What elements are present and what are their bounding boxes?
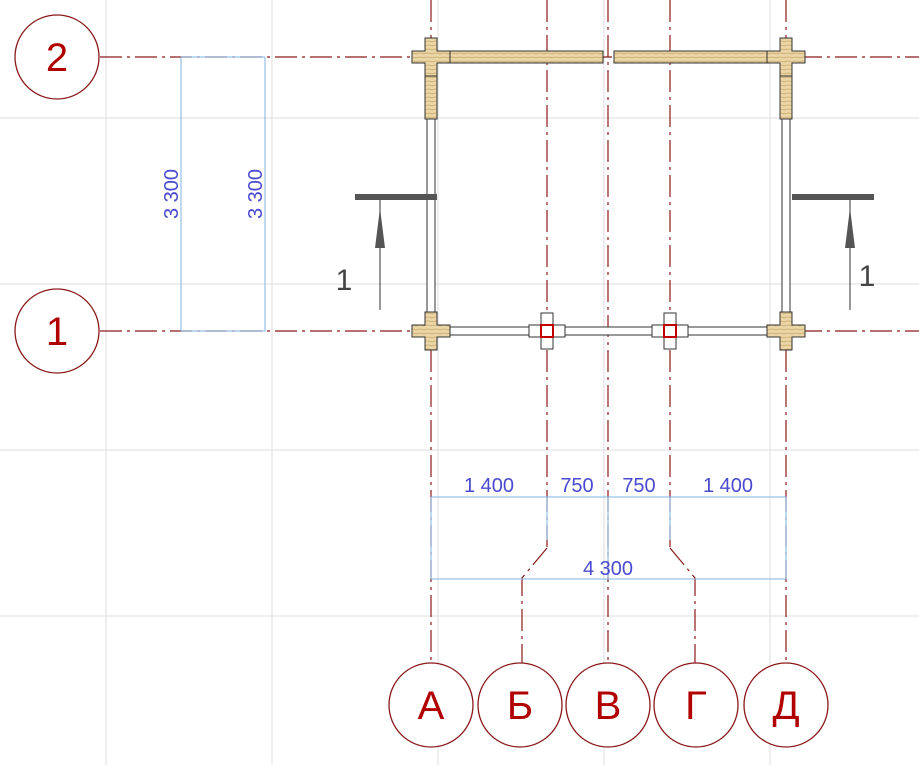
walls [424,50,793,336]
left-wall-lower [426,118,436,332]
axis-marker-a-label: А [418,684,445,728]
columns [528,312,689,350]
axis-marker-1-label: 1 [46,310,68,354]
section-mark-right: 1 [792,194,875,310]
height-dimension [180,56,266,332]
axis-marker-b-label: Б [507,684,533,728]
dim-segment-4: 1 400 [703,475,753,497]
axis-marker-g-label: Г [685,684,707,728]
corner-a2 [411,37,451,77]
axis-marker-g: Г [653,662,739,748]
dim-total: 4 300 [583,558,633,580]
corner-d1 [766,311,806,351]
column-b-post [540,324,554,338]
dim-height-outer: 3 300 [161,169,183,219]
axis-marker-v-label: В [595,684,622,728]
axis-marker-2-label: 2 [46,36,68,80]
axis-leader-g [669,547,696,665]
axis-marker-1: 1 [14,288,100,374]
corner-a1 [411,311,451,351]
top-wall-left [430,50,604,64]
corner-d2 [766,37,806,77]
dim-segment-1: 1 400 [464,475,514,497]
dim-height-inner: 3 300 [245,169,267,219]
dim-segment-3: 750 [622,475,655,497]
axis-marker-d-label: Д [772,684,799,728]
width-dimension [430,496,787,580]
axis-marker-2: 2 [14,14,100,100]
axis-marker-v: В [565,662,651,748]
column-g-post [663,324,677,338]
dim-segment-2: 750 [560,475,593,497]
axis-marker-a: А [388,662,474,748]
bottom-wall [430,326,787,336]
section-label-right: 1 [859,260,876,293]
section-mark-left: 1 [336,194,437,310]
axis-leader-b [521,547,548,665]
top-wall-right [613,50,787,64]
axis-marker-d: Д [743,662,829,748]
axis-marker-b: Б [477,662,563,748]
log-corners [411,37,806,351]
section-label-left: 1 [336,264,353,297]
right-wall-lower [781,118,791,332]
